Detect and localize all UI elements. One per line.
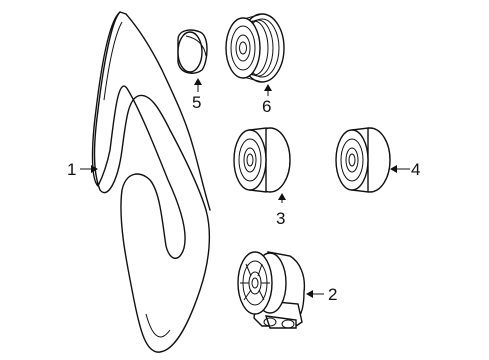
grooved-idler-pulley [225,13,285,83]
smooth-idler-pulley-2 [335,127,391,193]
pulley-cap [177,29,208,74]
leader-lines [80,78,410,298]
callout-5: 5 [192,93,201,112]
callout-6: 6 [262,97,271,116]
callout-3: 3 [276,209,285,228]
callout-labels: 1 2 3 4 5 6 [67,93,420,304]
callout-2: 2 [328,285,337,304]
belt-tensioner [237,251,306,329]
serpentine-belt [91,11,211,353]
callout-1: 1 [67,160,76,179]
callout-4: 4 [411,160,420,179]
smooth-idler-pulley [233,127,291,193]
